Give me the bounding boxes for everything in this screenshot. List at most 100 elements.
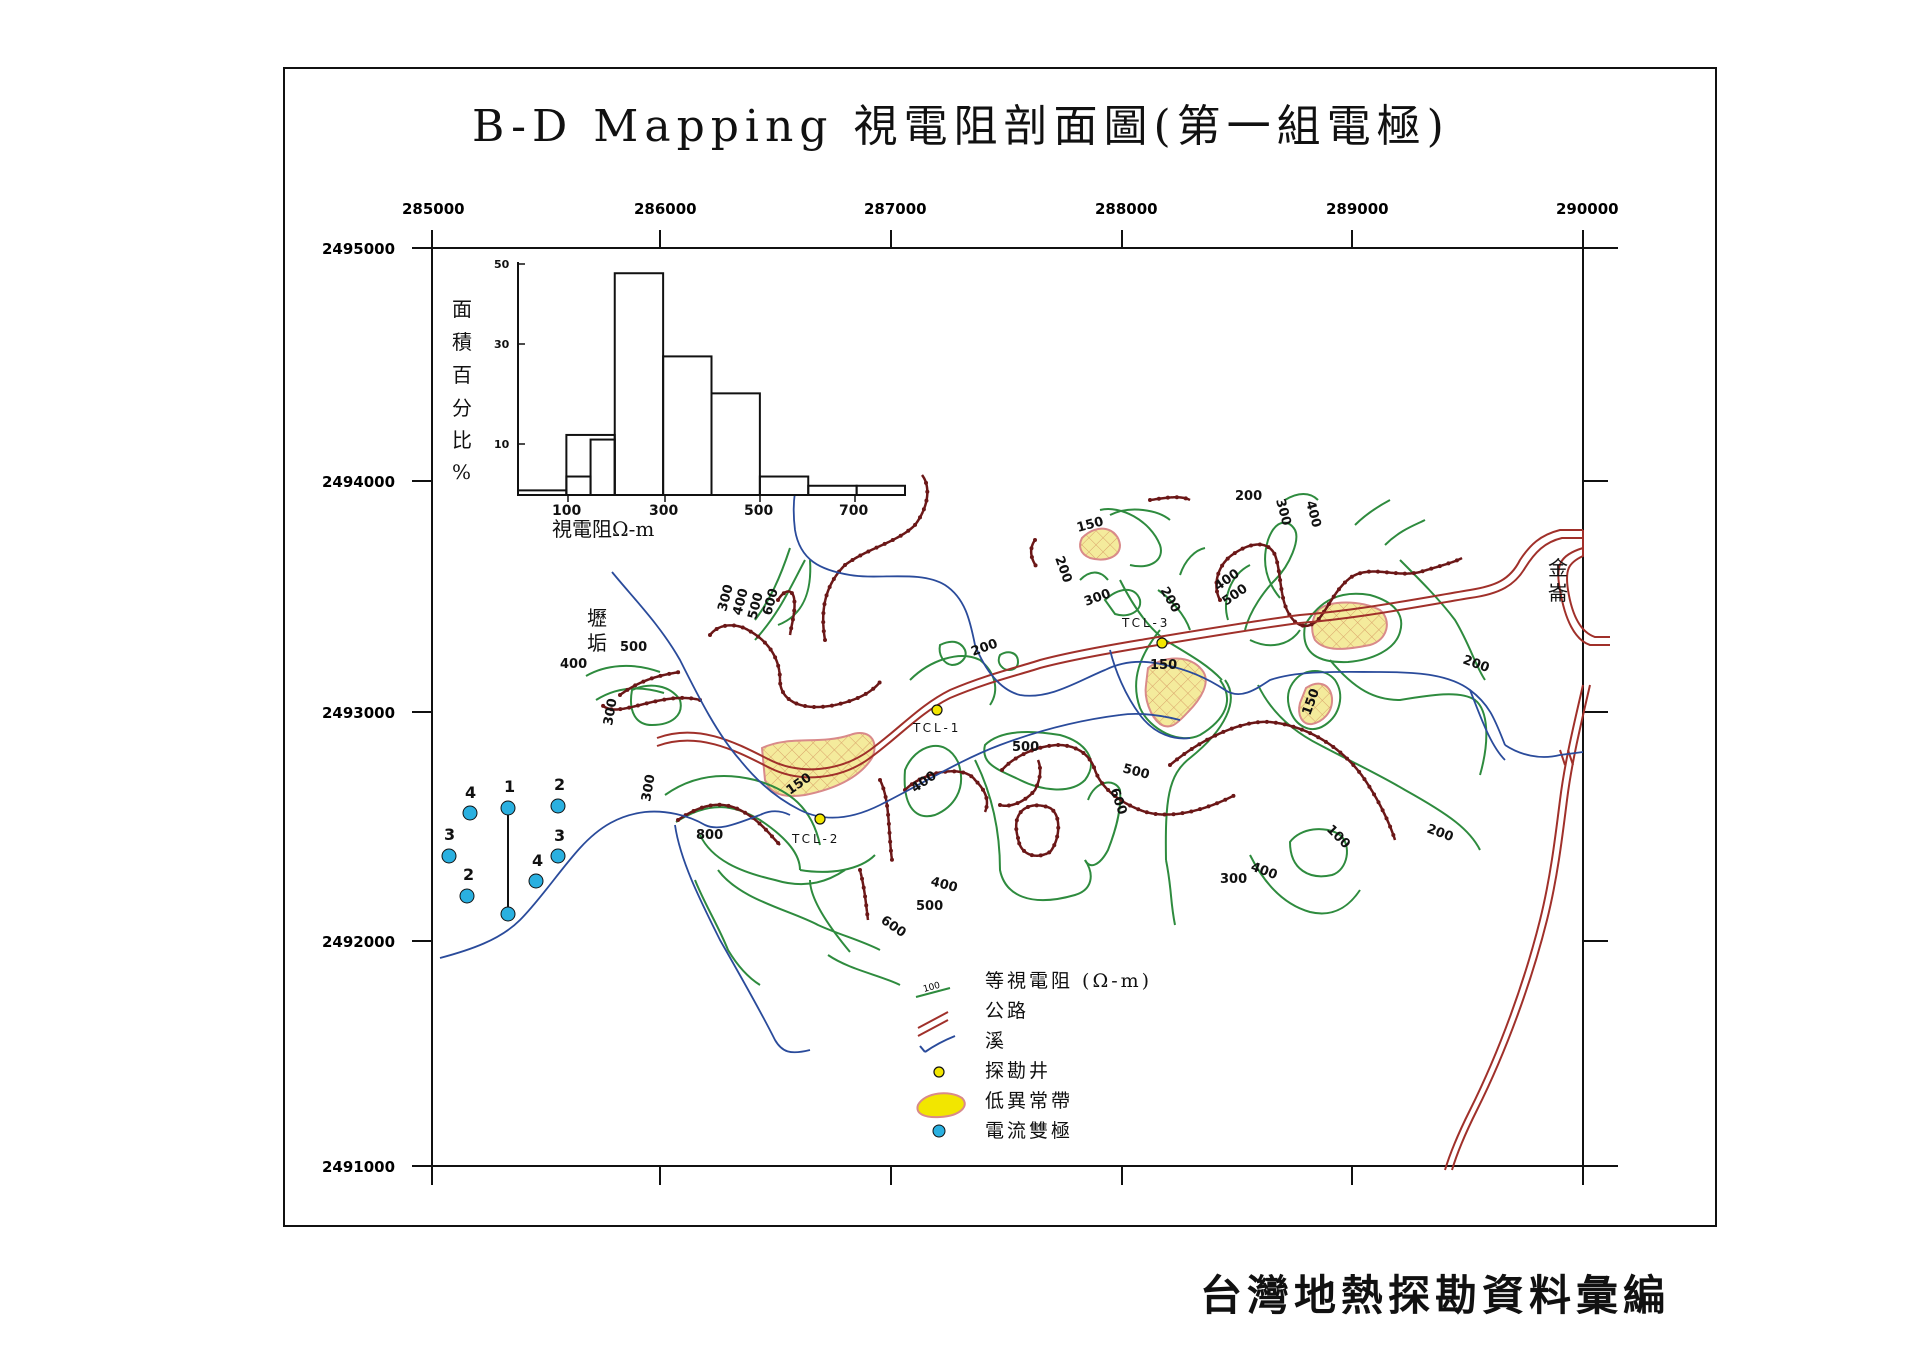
place-names: 壢 垢 金 崙 xyxy=(587,556,1568,655)
legend-label: 公路 xyxy=(985,1000,1029,1022)
hatched-contour-dot xyxy=(1018,810,1023,815)
hatched-contour-dot xyxy=(1198,807,1203,812)
hatched-contour-dot xyxy=(1351,763,1356,768)
hatched-contour-dot xyxy=(823,638,827,642)
electrode-label: 3 xyxy=(554,826,565,845)
hatched-contour-dot xyxy=(838,701,843,706)
hatched-contour-dot xyxy=(786,696,791,701)
hatched-contour-dot xyxy=(676,670,681,675)
histogram-y-tick: 50 xyxy=(494,258,510,271)
hatched-contour-dot xyxy=(1240,546,1245,551)
hatched-contour-dot xyxy=(1148,498,1152,502)
contour-label: 300 xyxy=(1220,872,1247,887)
hatched-contour-dot xyxy=(1051,808,1056,813)
contour-line xyxy=(1284,493,1319,501)
histogram-y-label-char: 分 xyxy=(452,396,472,420)
hatched-contour-dot xyxy=(680,695,685,700)
hatched-contour-dot xyxy=(1029,546,1034,551)
hatched-contour-dot xyxy=(1106,788,1111,793)
contour-line xyxy=(997,651,1020,671)
hatched-contour-dot xyxy=(794,701,799,706)
hatched-contour-dot xyxy=(717,802,722,807)
contour-line xyxy=(1135,629,1229,740)
hatched-contour-dot xyxy=(776,663,781,668)
contour-label: 500 xyxy=(1121,761,1151,783)
hatched-contour-dot xyxy=(1372,792,1377,797)
contour-line xyxy=(983,731,1092,791)
hatched-contour-dot xyxy=(924,480,929,485)
contour-line xyxy=(754,547,791,621)
histogram-y-tick: 30 xyxy=(494,338,510,351)
hatched-contour-dot xyxy=(1357,769,1362,774)
hatched-contour-dot xyxy=(1231,793,1236,798)
hatched-contour-dot xyxy=(609,707,614,712)
histogram-x-label: 視電阻Ω-m xyxy=(552,517,654,541)
histogram-y-label-char: 積 xyxy=(452,330,472,354)
hatched-contour-dot xyxy=(633,683,638,688)
hatched-contour-dot xyxy=(1120,799,1125,804)
hatched-contour-dot xyxy=(644,701,649,706)
hatched-contour-dot xyxy=(1081,751,1086,756)
contour-label: 400 xyxy=(560,657,587,672)
contour-label: 500 xyxy=(1012,740,1039,755)
road xyxy=(1444,684,1584,1171)
hatched-contour-dot xyxy=(1446,561,1451,566)
contour-line xyxy=(1157,589,1191,631)
hatched-contour-dot xyxy=(1218,598,1222,602)
hatched-contour-dot xyxy=(998,803,1002,807)
hatched-contour-dot xyxy=(913,522,918,527)
contour-line xyxy=(974,759,1092,902)
contour-line xyxy=(1303,592,1403,664)
electrode-label: 1 xyxy=(504,777,515,796)
hatched-contour-dot xyxy=(1174,495,1179,500)
hatched-contour-dot xyxy=(864,903,869,908)
hatched-contour-dot xyxy=(1384,816,1389,821)
hatched-contour-dot xyxy=(1402,571,1407,576)
hatched-contour-dot xyxy=(874,545,879,550)
hatched-contour-dot xyxy=(906,528,911,533)
hatched-contour-dot xyxy=(1055,834,1060,839)
histogram-x-tick: 500 xyxy=(744,503,773,519)
hatched-contour-dot xyxy=(866,549,871,554)
contour-label: 300 xyxy=(639,773,658,802)
hatched-contour-dot xyxy=(1162,812,1167,817)
hatched-contour-dot xyxy=(1013,756,1018,761)
hatched-contour-dot xyxy=(1056,743,1061,748)
hatched-contour-dot xyxy=(667,671,672,676)
hatched-contour-dot xyxy=(1021,752,1026,757)
contour-label: 400 xyxy=(929,874,959,896)
hatched-contour-dot xyxy=(789,626,794,631)
hatched-contour-dot xyxy=(1264,719,1269,724)
hatched-contour-dot xyxy=(863,691,868,696)
contour-line xyxy=(630,684,682,727)
stream xyxy=(1164,664,1506,746)
hatched-contour-dot xyxy=(881,786,886,791)
well-label: TCL-1 xyxy=(912,721,961,735)
hatched-contour-dot xyxy=(740,625,745,630)
contour-line xyxy=(1249,854,1361,915)
hatched-contour-dot xyxy=(1299,727,1304,732)
hatched-contour-dot xyxy=(1205,737,1210,742)
contour-line xyxy=(1354,499,1391,526)
hatched-contour-dot xyxy=(792,608,797,613)
stream xyxy=(439,810,761,959)
hatched-contour-dot xyxy=(921,507,926,512)
electrode-label: 4 xyxy=(465,783,476,802)
hatched-contour-dot xyxy=(1331,594,1336,599)
hatched-contour-dot xyxy=(1358,571,1363,576)
hatched-contour-dot xyxy=(898,533,903,538)
contour-line xyxy=(777,559,812,626)
contour-line xyxy=(903,744,963,818)
contour-label: 150 xyxy=(1150,658,1177,673)
contour-label: 300 xyxy=(601,697,620,726)
y-tick-label: 2492000 xyxy=(322,933,395,951)
hatched-contour-dot xyxy=(763,827,768,832)
hatched-contour-dot xyxy=(1420,569,1425,574)
footer-title: 台灣地熱探勘資料彙編 xyxy=(1200,1271,1671,1320)
hatched-contour-dot xyxy=(1366,569,1371,574)
anomaly-zone xyxy=(1079,527,1122,561)
legend-label: 等視電阻 (Ω-m) xyxy=(985,970,1152,992)
map-axes xyxy=(412,230,1618,1185)
hatched-contour-dot xyxy=(777,672,782,677)
